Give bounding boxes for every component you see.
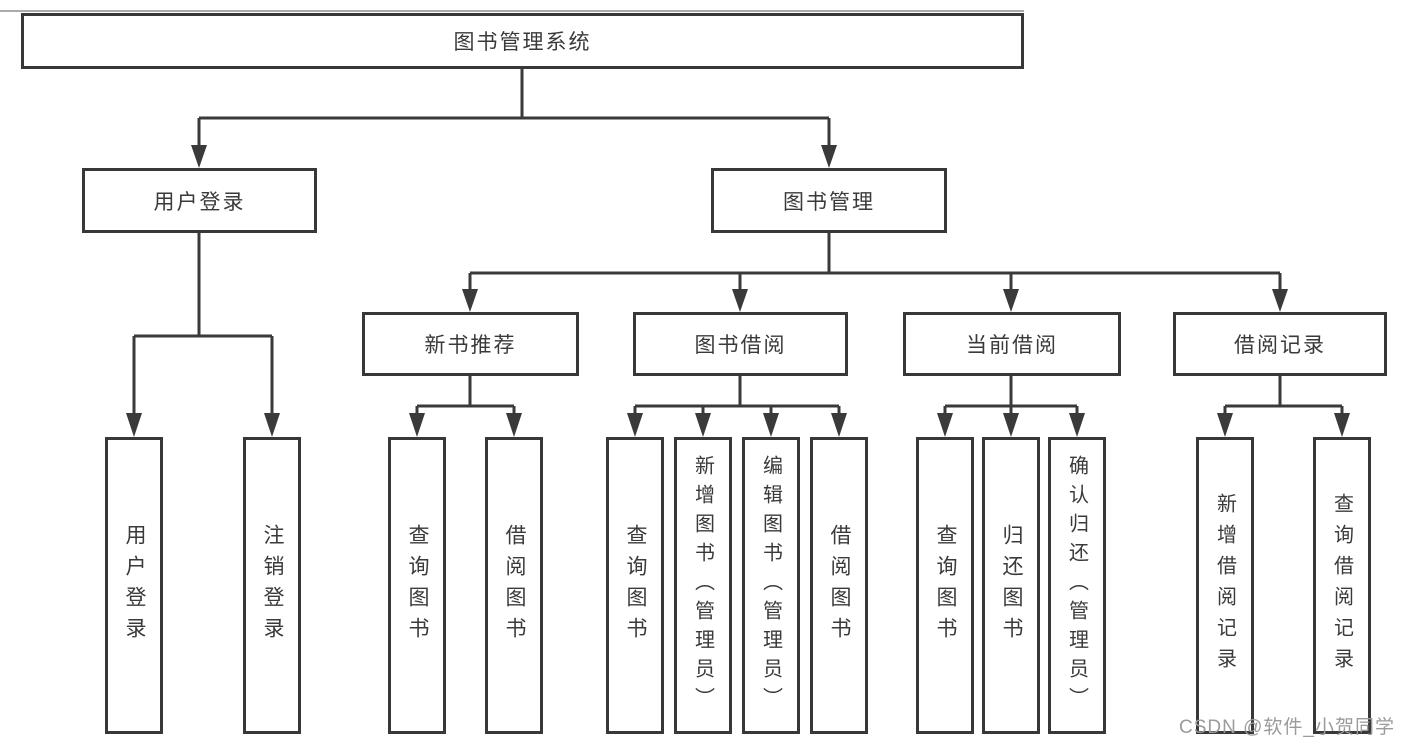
arrowheads xyxy=(126,145,1350,437)
node-book-management: 图书管理 xyxy=(711,168,947,233)
leaf-return-books: 归还图书 xyxy=(982,437,1040,734)
node-root: 图书管理系统 xyxy=(21,13,1024,69)
leaf-search-books-3: 查询图书 xyxy=(916,437,974,734)
leaf-add-borrow-record: 新增借阅记录 xyxy=(1196,437,1254,734)
leaf-confirm-return-admin: 确认归还（管理员） xyxy=(1048,437,1106,734)
leaf-edit-book-admin: 编辑图书（管理员） xyxy=(742,437,800,734)
leaf-search-books-2: 查询图书 xyxy=(606,437,664,734)
node-new-book-recommendation: 新书推荐 xyxy=(362,312,579,376)
node-borrow-records: 借阅记录 xyxy=(1173,312,1387,376)
node-user-login: 用户登录 xyxy=(82,168,317,233)
node-book-borrowing: 图书借阅 xyxy=(633,312,848,376)
leaf-search-books-1: 查询图书 xyxy=(388,437,446,734)
leaf-borrow-books-1: 借阅图书 xyxy=(485,437,543,734)
leaf-search-borrow-record: 查询借阅记录 xyxy=(1313,437,1371,734)
leaf-user-login: 用户登录 xyxy=(105,437,163,734)
leaf-logout: 注销登录 xyxy=(243,437,301,734)
watermark: CSDN @软件_小贺同学 xyxy=(1179,717,1395,738)
leaf-add-book-admin: 新增图书（管理员） xyxy=(674,437,732,734)
node-current-borrowing: 当前借阅 xyxy=(903,312,1121,376)
leaf-borrow-books-2: 借阅图书 xyxy=(810,437,868,734)
